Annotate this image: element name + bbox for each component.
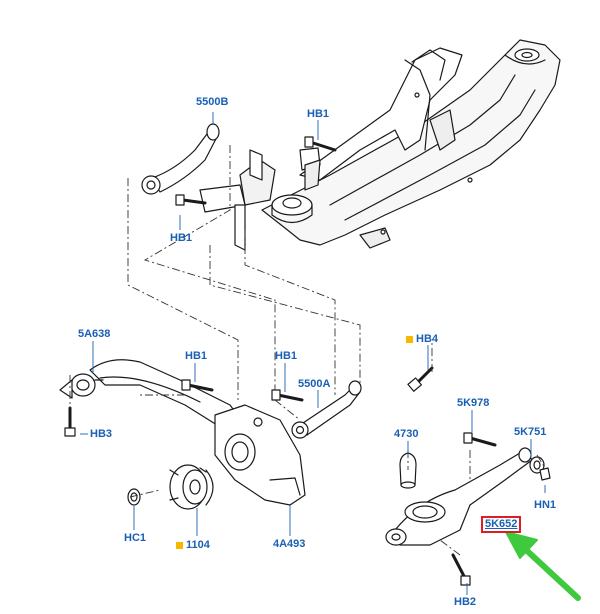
label-hb1-mid-b: HB1 — [275, 350, 298, 362]
hub-1104 — [169, 464, 214, 510]
bolt-hb3 — [64, 406, 76, 437]
bolt-5k978 — [463, 432, 497, 447]
label-4a493: 4A493 — [273, 538, 306, 550]
label-hc1: HC1 — [124, 532, 147, 544]
label-5500a: 5500A — [298, 378, 331, 390]
marker-hb4 — [406, 336, 413, 343]
label-hb2: HB2 — [454, 596, 477, 608]
label-hn1: HN1 — [534, 499, 557, 511]
bolt-hb2 — [451, 553, 471, 586]
highlight-5k652 — [481, 516, 521, 533]
label-5k751: 5K751 — [514, 426, 547, 438]
bolt-hb4 — [407, 366, 434, 392]
bump-stop-4730 — [399, 452, 417, 489]
nut-hn1 — [539, 467, 551, 481]
rear-subframe — [199, 39, 561, 251]
label-hb1-mid-a: HB1 — [185, 350, 208, 362]
nut-hc1 — [127, 488, 141, 506]
upper-arm-5500b — [141, 123, 220, 195]
leader-lines — [80, 112, 546, 595]
label-hb1-left: HB1 — [170, 232, 193, 244]
label-hb4: HB4 — [416, 333, 439, 345]
indicator-arrow — [505, 531, 581, 601]
label-5k978: 5K978 — [457, 397, 490, 409]
label-5500b: 5500B — [196, 96, 229, 108]
marker-1104 — [176, 542, 183, 549]
label-4730: 4730 — [394, 428, 419, 440]
bolt-hb1-left — [175, 194, 207, 206]
label-5k652[interactable]: 5K652 — [485, 518, 518, 530]
label-1104: 1104 — [186, 539, 210, 551]
bolt-hb1-mid-b — [271, 389, 304, 402]
label-5a638: 5A638 — [78, 328, 111, 340]
bolt-hb1-top — [304, 136, 337, 152]
lower-link-5500a — [291, 380, 362, 439]
knuckle-4a493 — [214, 404, 306, 506]
label-hb3: HB3 — [90, 428, 113, 440]
label-hb1-top: HB1 — [307, 108, 330, 120]
lower-arm-5k652 — [385, 447, 533, 546]
bolt-hb1-mid-a — [181, 379, 214, 392]
